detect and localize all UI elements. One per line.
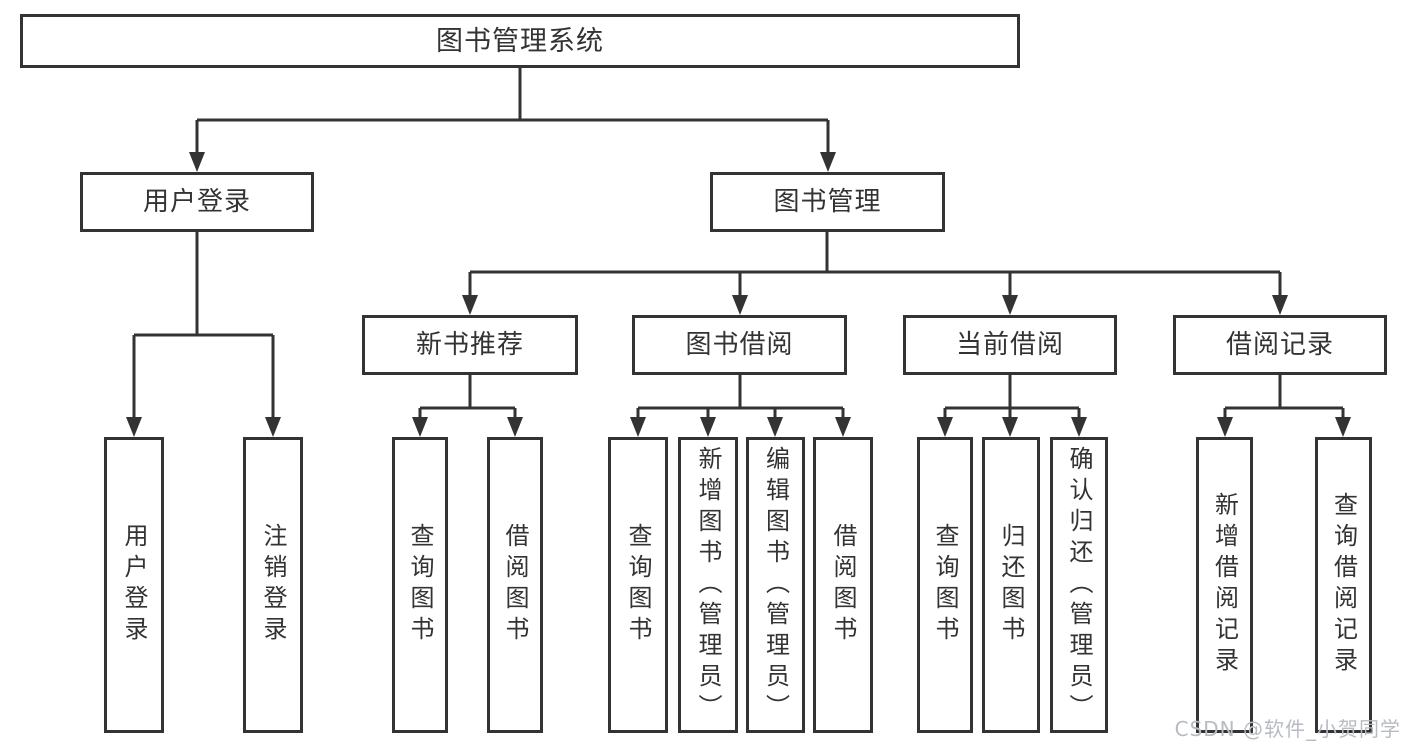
node-label: 编辑图书（管理员）: [761, 445, 790, 725]
arrowheads-level2: [462, 295, 1288, 315]
node-library-management-system: 图书管理系统: [20, 14, 1020, 68]
node-label: 新增图书（管理员）: [694, 445, 722, 725]
node-label: 新增借阅记录: [1210, 492, 1239, 678]
node-book-management: 图书管理: [710, 172, 945, 232]
leaf-query-borrow-record: 查询借阅记录: [1315, 437, 1372, 733]
edge-borrow-records-to-leaves: [1223, 375, 1345, 419]
leaf-borrow-books-recommend: 借阅图书: [487, 437, 543, 733]
node-label: 新书推荐: [415, 330, 524, 360]
csdn-watermark: CSDN @软件_小贺同学: [1174, 717, 1401, 741]
edge-current-borrow-to-leaves: [943, 375, 1081, 419]
leaf-add-book-admin: 新增图书（管理员）: [678, 437, 738, 733]
leaf-add-borrow-record: 新增借阅记录: [1196, 437, 1253, 733]
node-label: 查询图书: [624, 523, 652, 647]
node-user-login: 用户登录: [80, 172, 314, 232]
arrowheads-level1: [189, 152, 836, 172]
arrowheads-borrow-records-leaves: [1217, 417, 1351, 437]
arrowheads-book-borrow-leaves: [630, 417, 851, 437]
leaf-query-books-recommend: 查询图书: [392, 437, 448, 733]
arrowheads-current-borrow-leaves: [937, 417, 1087, 437]
node-label: 当前借阅: [955, 330, 1064, 360]
node-label: 图书借阅: [685, 330, 794, 360]
edge-new-book-recommend-to-leaves: [418, 375, 517, 419]
node-label: 查询借阅记录: [1329, 492, 1358, 678]
edge-lines: [132, 68, 1345, 419]
node-label: 确认归还（管理员）: [1065, 445, 1093, 725]
leaf-edit-book-admin: 编辑图书（管理员）: [746, 437, 805, 733]
leaf-user-login: 用户登录: [104, 437, 164, 733]
node-label: 归还图书: [997, 523, 1025, 647]
leaf-logout: 注销登录: [243, 437, 303, 733]
edge-book-management-to-level2: [468, 232, 1282, 297]
arrowheads-new-book-recommend-leaves: [412, 417, 523, 437]
leaf-query-books-borrow: 查询图书: [608, 437, 668, 733]
node-label: 借阅图书: [501, 523, 529, 647]
node-label: 用户登录: [120, 523, 148, 647]
node-label: 用户登录: [142, 187, 251, 217]
edge-book-borrow-to-leaves: [636, 375, 845, 419]
leaf-return-book: 归还图书: [982, 437, 1040, 733]
node-label: 注销登录: [259, 523, 287, 647]
node-new-book-recommend: 新书推荐: [362, 315, 578, 375]
edge-root-to-level1: [195, 68, 830, 154]
arrowheads-user-login-leaves: [126, 417, 281, 437]
node-borrow-records: 借阅记录: [1173, 315, 1387, 375]
edge-user-login-to-leaves: [132, 232, 275, 419]
leaf-query-books-current: 查询图书: [917, 437, 973, 733]
edge-arrowheads: [126, 152, 1351, 437]
node-label: 图书管理: [773, 187, 882, 217]
node-label: 借阅图书: [829, 523, 857, 647]
leaf-confirm-return-admin: 确认归还（管理员）: [1050, 437, 1108, 733]
leaf-borrow-books-borrow: 借阅图书: [813, 437, 873, 733]
node-label: 查询图书: [931, 523, 959, 647]
node-book-borrow: 图书借阅: [632, 315, 847, 375]
node-label: 图书管理系统: [436, 25, 604, 57]
node-label: 查询图书: [406, 523, 434, 647]
node-label: 借阅记录: [1225, 330, 1334, 360]
node-current-borrow: 当前借阅: [903, 315, 1117, 375]
